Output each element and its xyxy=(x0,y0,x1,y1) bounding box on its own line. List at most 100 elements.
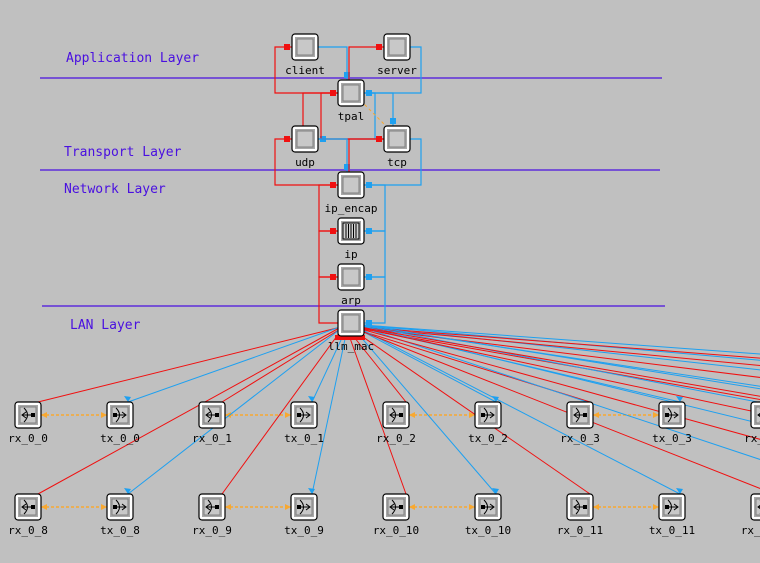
packet-stream-mac-to-arp[interactable] xyxy=(318,276,338,324)
module-udp[interactable]: udp xyxy=(291,125,319,169)
transmitter-tx_0_9[interactable]: tx_0_9 xyxy=(284,493,324,537)
packet-stream-rx_0_1-to-mac[interactable] xyxy=(221,326,344,403)
packet-stream-mac-to-tx_0_2[interactable] xyxy=(350,324,497,403)
receiver-rx_0_11[interactable]: rx_0_11 xyxy=(557,493,603,537)
receiver-rx_0_9[interactable]: rx_0_9 xyxy=(192,493,232,537)
receiver-antenna-icon xyxy=(573,499,587,515)
transmitter-tx_0_10[interactable]: tx_0_10 xyxy=(465,493,511,537)
module-server[interactable]: server xyxy=(377,33,417,77)
packet-stream-mac-to-tx_0_11[interactable] xyxy=(352,324,681,495)
statwire-tcp-tpal[interactable] xyxy=(363,103,389,129)
receiver-antenna-icon xyxy=(573,407,587,423)
packet-stream-ip_encap-to-tcp[interactable] xyxy=(348,138,384,172)
packet-stream-ip-to-arp[interactable] xyxy=(364,230,386,278)
statwire-arrow-icon xyxy=(101,412,107,418)
stream-arrow-icon xyxy=(676,488,683,494)
receiver-rx_0_12[interactable]: rx_0_12 xyxy=(741,493,760,537)
transmitter-tx_0_11[interactable]: tx_0_11 xyxy=(649,493,695,537)
module-mac[interactable]: llm_mac xyxy=(328,309,374,353)
packet-stream-rx_0_12-to-mac[interactable] xyxy=(350,326,760,494)
packet-stream-mac-to-tx_0_0[interactable] xyxy=(127,324,346,403)
module-tcp[interactable]: tcp xyxy=(383,125,411,169)
transmitter-antenna-icon xyxy=(665,407,679,423)
layer-label: LAN Layer xyxy=(70,318,141,333)
receiver-antenna-icon xyxy=(389,499,403,515)
packet-stream-rx_0_8-to-mac[interactable] xyxy=(37,326,342,495)
packet-stream-rx_0_0-to-mac[interactable] xyxy=(37,326,342,403)
module-label: tx_0_2 xyxy=(468,432,508,445)
statwire-arrow-icon xyxy=(101,504,107,510)
packet-stream-mac-to-tx_0_12[interactable] xyxy=(355,324,760,494)
packet-stream-tpal-to-tcp[interactable] xyxy=(364,92,394,126)
receiver-rx_0_2[interactable]: rx_0_2 xyxy=(376,401,416,445)
transmitter-antenna-icon xyxy=(481,407,495,423)
module-label: tx_0_3 xyxy=(652,432,692,445)
receiver-rx_0_0[interactable]: rx_0_0 xyxy=(8,401,48,445)
module-label: rx_0_1 xyxy=(192,432,232,445)
receiver-rx_0_3[interactable]: rx_0_3 xyxy=(560,401,600,445)
module-label: ip_encap xyxy=(325,202,378,215)
transmitter-tx_0_1[interactable]: tx_0_1 xyxy=(284,401,324,445)
transmitter-tx_0_0[interactable]: tx_0_0 xyxy=(100,401,140,445)
packet-stream-mac-to-tx_0_15[interactable] xyxy=(362,324,760,494)
module-tpal[interactable]: tpal xyxy=(337,79,365,123)
packet-stream-ip_encap-to-udp[interactable] xyxy=(274,138,338,186)
stream-arrow-icon xyxy=(335,335,340,340)
receiver-rx_0_4[interactable]: rx_0_4 xyxy=(744,401,760,445)
module-label: rx_0_10 xyxy=(373,524,419,537)
transmitter-antenna-icon xyxy=(297,499,311,515)
packet-stream-client-to-tpal[interactable] xyxy=(318,46,348,80)
module-face xyxy=(388,38,406,56)
packet-stream-mac-to-tx_0_10[interactable] xyxy=(350,324,497,495)
receiver-rx_0_8[interactable]: rx_0_8 xyxy=(8,493,48,537)
packet-stream-mac-to-tx_0_14[interactable] xyxy=(360,324,760,494)
module-label: udp xyxy=(295,156,315,169)
module-ip[interactable]: ip xyxy=(337,217,365,261)
stream-arrow-icon xyxy=(366,320,372,326)
packet-stream-rx_0_13-to-mac[interactable] xyxy=(353,326,760,494)
module-face xyxy=(342,268,360,286)
packet-stream-rx_0_11-to-mac[interactable] xyxy=(348,326,591,495)
receiver-rx_0_10[interactable]: rx_0_10 xyxy=(373,493,419,537)
transmitter-tx_0_2[interactable]: tx_0_2 xyxy=(468,401,508,445)
module-arp[interactable]: arp xyxy=(337,263,365,307)
stream-arrow-icon xyxy=(308,488,315,494)
stream-arrow-icon xyxy=(330,274,336,280)
statwire-arrow-icon xyxy=(469,504,475,510)
receiver-rx_0_1[interactable]: rx_0_1 xyxy=(192,401,232,445)
module-label: server xyxy=(377,64,417,77)
module-ip_encap[interactable]: ip_encap xyxy=(325,171,378,215)
module-label: tx_0_0 xyxy=(100,432,140,445)
module-label: rx_0_4 xyxy=(744,432,760,445)
statwire-arrow-icon xyxy=(593,412,599,418)
transmitter-tx_0_8[interactable]: tx_0_8 xyxy=(100,493,140,537)
packet-stream-mac-to-tx_0_7[interactable] xyxy=(362,324,760,402)
packet-stream-mac-to-tx_0_9[interactable] xyxy=(311,324,349,495)
packet-stream-rx_0_14-to-mac[interactable] xyxy=(355,326,760,494)
statwire-arrow-icon xyxy=(41,412,47,418)
stream-arrow-icon xyxy=(492,488,499,494)
packet-stream-rx_0_10-to-mac[interactable] xyxy=(345,326,407,495)
packet-stream-rx_0_6-to-mac[interactable] xyxy=(355,326,760,402)
packet-stream-arp-to-mac[interactable] xyxy=(364,276,386,324)
packet-stream-rx_0_15-to-mac[interactable] xyxy=(358,326,760,494)
layer-label: Transport Layer xyxy=(64,145,182,160)
packet-stream-mac-to-tx_0_13[interactable] xyxy=(357,324,760,494)
transmitter-tx_0_3[interactable]: tx_0_3 xyxy=(652,401,692,445)
module-label: arp xyxy=(341,294,361,307)
packet-stream-arp-to-ip[interactable] xyxy=(318,230,338,278)
packet-stream-tpal-to-server[interactable] xyxy=(348,46,384,80)
packet-stream-rx_0_7-to-mac[interactable] xyxy=(358,326,760,402)
packet-stream-mac-to-tx_0_8[interactable] xyxy=(127,324,346,495)
packet-stream-tcp-to-ip_encap[interactable] xyxy=(364,138,422,186)
packet-stream-mac-to-tx_0_6[interactable] xyxy=(360,324,760,402)
stream-arrow-icon xyxy=(345,335,350,340)
module-face xyxy=(342,314,360,332)
transmitter-antenna-icon xyxy=(113,499,127,515)
packet-stream-udp-to-ip_encap[interactable] xyxy=(318,138,348,172)
module-label: rx_0_12 xyxy=(741,524,760,537)
module-label: ip xyxy=(344,248,357,261)
packet-stream-rx_0_9-to-mac[interactable] xyxy=(221,326,344,495)
module-client[interactable]: client xyxy=(285,33,325,77)
